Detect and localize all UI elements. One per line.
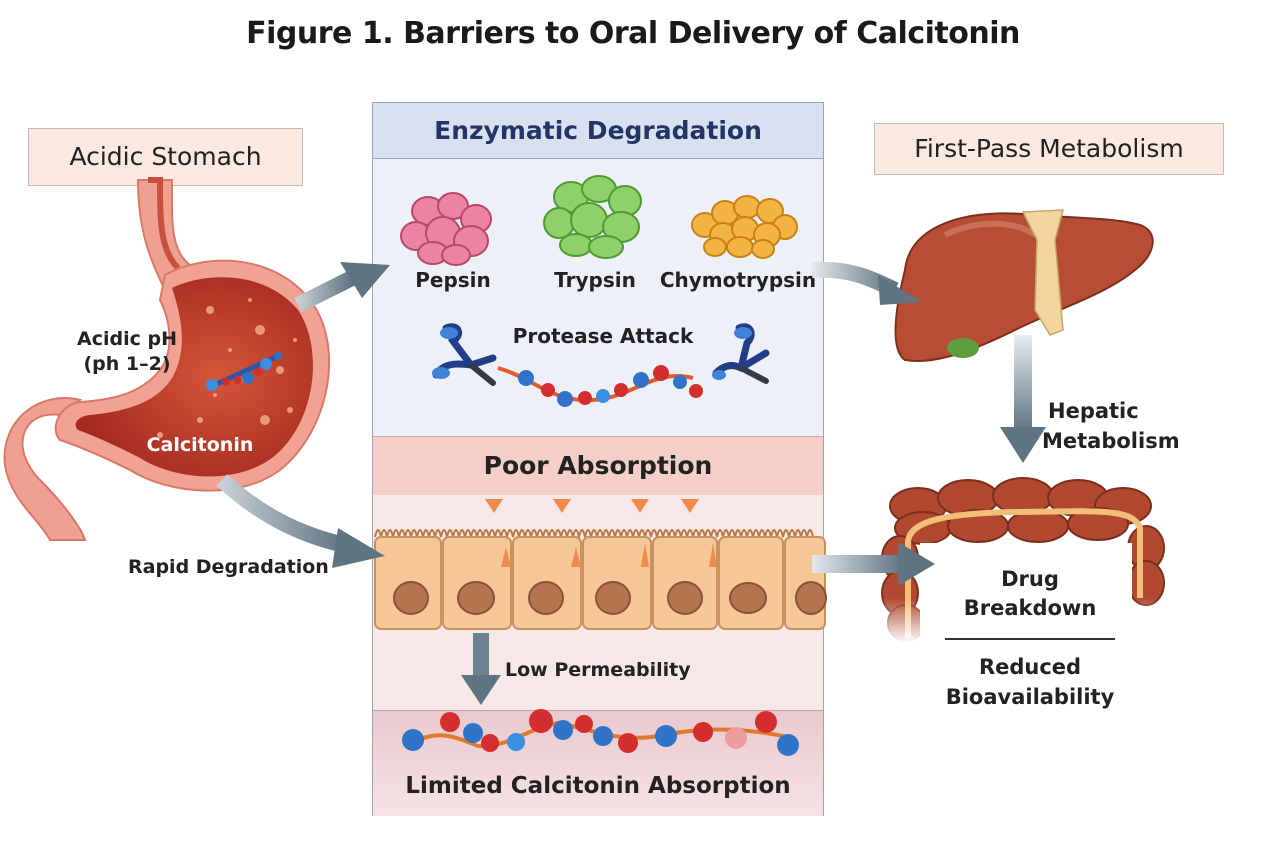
duodenum bbox=[3, 397, 87, 541]
microvilli bbox=[374, 529, 814, 538]
pepsin-enzyme-icon bbox=[400, 192, 492, 266]
protease-scissors-left-icon bbox=[432, 323, 497, 386]
figure-title: Figure 1. Barriers to Oral Delivery of C… bbox=[246, 16, 1020, 51]
outcome-line2: Bioavailability bbox=[945, 685, 1115, 709]
hepatic-metabolism-arrow bbox=[1000, 335, 1046, 463]
stomach-interior bbox=[75, 277, 313, 477]
arrow-absorption-to-intestine bbox=[812, 542, 935, 586]
chymotrypsin-enzyme-icon bbox=[691, 195, 798, 259]
first-pass-metabolism-header: First-Pass Metabolism bbox=[874, 123, 1224, 175]
trypsin-label: Trypsin bbox=[554, 268, 636, 292]
calcitonin-peptide-icon bbox=[206, 352, 282, 391]
peptide-chain-attack-icon bbox=[497, 365, 703, 407]
drug-breakdown-line2: Breakdown bbox=[963, 596, 1097, 620]
falciform-ligament bbox=[1021, 209, 1064, 336]
calcitonin-label: Calcitonin bbox=[146, 434, 254, 456]
arrow-stomach-to-enzymatic bbox=[294, 262, 390, 313]
drug-breakdown-label: Drug Breakdown bbox=[955, 565, 1105, 623]
epithelial-cells-illustration bbox=[374, 499, 827, 630]
gallbladder bbox=[947, 338, 979, 358]
drug-breakdown-line1: Drug bbox=[1001, 567, 1059, 591]
acidic-ph-line2: (ph 1–2) bbox=[83, 353, 171, 375]
protease-scissors-right-icon bbox=[712, 323, 770, 384]
acidic-ph-label: Acidic pH (ph 1–2) bbox=[62, 327, 192, 377]
reduced-bioavailability-label: Reduced Bioavailability bbox=[930, 652, 1130, 712]
trypsin-enzyme-icon bbox=[543, 175, 642, 259]
liver-lobe bbox=[894, 212, 1154, 362]
arrow-stomach-to-absorption bbox=[216, 474, 385, 568]
outcome-divider bbox=[945, 638, 1115, 640]
stomach-illustration bbox=[3, 177, 330, 541]
arrow-enzymatic-to-liver bbox=[811, 261, 922, 305]
liver-illustration bbox=[894, 209, 1154, 362]
chymotrypsin-label: Chymotrypsin bbox=[659, 268, 817, 292]
hepatic-metabolism-label: Hepatic Metabolism bbox=[1042, 396, 1192, 456]
hepatic-line2: Metabolism bbox=[1042, 429, 1180, 453]
intestine-illustration bbox=[878, 477, 1168, 643]
tight-junction-markers bbox=[485, 499, 717, 567]
center-panel: Enzymatic Degradation Pepsin Trypsin Chy… bbox=[372, 102, 827, 816]
rapid-degradation-label: Rapid Degradation bbox=[128, 556, 329, 578]
protease-attack-label: Protease Attack bbox=[512, 324, 694, 348]
low-permeability-arrow bbox=[461, 633, 501, 705]
outcome-line1: Reduced bbox=[978, 655, 1082, 679]
acidic-stomach-header: Acidic Stomach bbox=[28, 128, 303, 186]
peptide-chain-absorbed-icon bbox=[402, 709, 799, 756]
cell-nuclei bbox=[393, 581, 827, 615]
enzymatic-degradation-header: Enzymatic Degradation bbox=[373, 103, 823, 159]
pepsin-label: Pepsin bbox=[415, 268, 491, 292]
acidic-ph-line1: Acidic pH bbox=[77, 328, 177, 350]
limited-absorption-label: Limited Calcitonin Absorption bbox=[405, 773, 791, 799]
low-permeability-label: Low Permeability bbox=[505, 659, 691, 681]
hepatic-line1: Hepatic bbox=[1048, 399, 1139, 423]
